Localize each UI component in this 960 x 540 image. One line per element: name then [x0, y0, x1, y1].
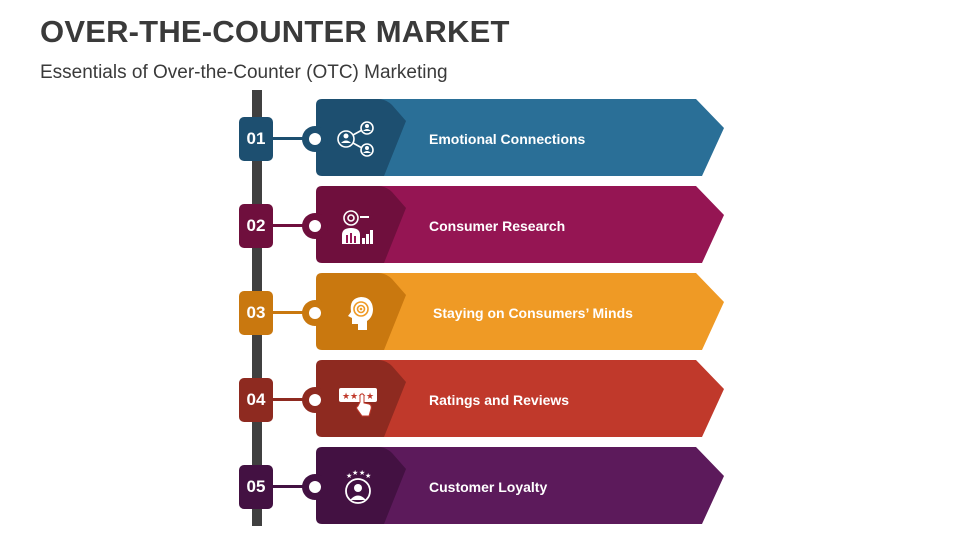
step-row-3: 03 Staying on Consumers’ Minds	[0, 273, 960, 353]
svg-text:★: ★	[359, 469, 365, 477]
step-connector	[272, 137, 308, 140]
research-analyst-icon	[342, 210, 373, 244]
step-connector	[272, 311, 308, 314]
step-row-4: 04 ★★★★ Ratings and Reviews	[0, 360, 960, 440]
step-banner	[316, 273, 724, 350]
step-connector	[272, 485, 308, 488]
head-target-icon	[348, 297, 373, 330]
step-label: Customer Loyalty	[429, 479, 548, 495]
step-number-badge: 03	[239, 291, 273, 335]
step-number-badge: 05	[239, 465, 273, 509]
step-connector	[272, 398, 308, 401]
step-node-center	[309, 394, 321, 406]
step-row-1: 01 Emotional Connections	[0, 99, 960, 179]
svg-text:★: ★	[346, 472, 352, 480]
step-row-5: 05 ★★★★ Customer Loyalty	[0, 447, 960, 527]
step-label: Ratings and Reviews	[429, 392, 570, 408]
svg-text:★: ★	[342, 392, 350, 402]
step-number-badge: 01	[239, 117, 273, 161]
step-label: Consumer Research	[429, 218, 566, 234]
step-label: Staying on Consumers’ Minds	[433, 305, 633, 321]
svg-text:★: ★	[365, 472, 371, 480]
svg-text:★: ★	[366, 392, 374, 402]
step-number-badge: 02	[239, 204, 273, 248]
step-node-center	[309, 307, 321, 319]
step-row-2: 02 Consumer Research	[0, 186, 960, 266]
loyal-customer-icon: ★★★★	[345, 469, 371, 504]
step-node-center	[309, 220, 321, 232]
svg-text:★: ★	[350, 392, 358, 402]
step-banner	[316, 186, 724, 263]
svg-text:★: ★	[352, 469, 358, 477]
rating-stars-hand-icon: ★★★★	[339, 388, 377, 417]
step-banner	[316, 99, 724, 176]
step-connector	[272, 224, 308, 227]
step-number-badge: 04	[239, 378, 273, 422]
page-subtitle: Essentials of Over-the-Counter (OTC) Mar…	[40, 62, 448, 83]
step-node-center	[309, 133, 321, 145]
step-node-center	[309, 481, 321, 493]
step-banner	[316, 360, 724, 437]
page-title: OVER-THE-COUNTER MARKET	[40, 14, 510, 49]
step-label: Emotional Connections	[429, 131, 586, 147]
network-people-icon	[337, 121, 374, 157]
